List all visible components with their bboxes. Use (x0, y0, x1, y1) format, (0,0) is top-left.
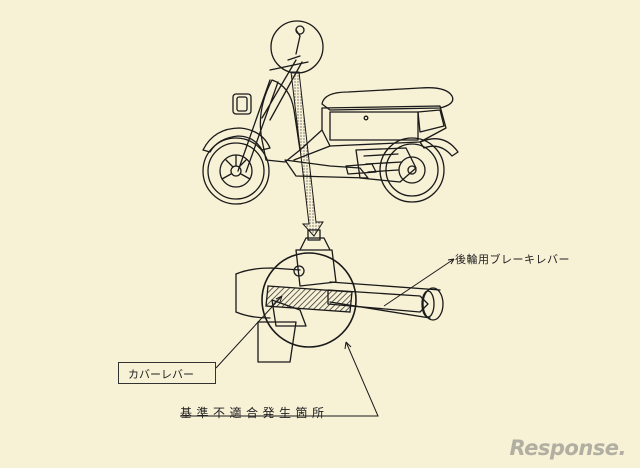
rear-fender (419, 138, 459, 157)
rear-wheel (379, 137, 445, 203)
front-fork (237, 59, 303, 173)
floorboard (284, 159, 369, 179)
seat (321, 87, 454, 111)
response-watermark-logo: Response. (509, 436, 627, 460)
handlebar (269, 29, 309, 71)
leader-defect (180, 341, 379, 417)
defect-location-label: 基準不適合発生箇所 (180, 406, 329, 420)
front-body (259, 79, 301, 163)
scooter-illustration (202, 25, 459, 205)
rear-brake-lever-label: 後輪用ブレーキレバー (455, 253, 570, 266)
front-fender (202, 127, 271, 153)
leader-cover-lever (215, 295, 283, 369)
cover-lever-hatched (265, 285, 353, 313)
leader-rear-brake (383, 258, 455, 307)
headlight (232, 93, 252, 115)
cover-lever-label: カバーレバー (128, 368, 194, 381)
magnify-leader-arrow (290, 71, 324, 237)
leader-lines (180, 258, 455, 417)
muffler (345, 163, 377, 175)
detail-magnifier-circle (261, 252, 357, 348)
front-wheel (202, 137, 270, 205)
cover-lever-label-box: カバーレバー (118, 362, 216, 384)
